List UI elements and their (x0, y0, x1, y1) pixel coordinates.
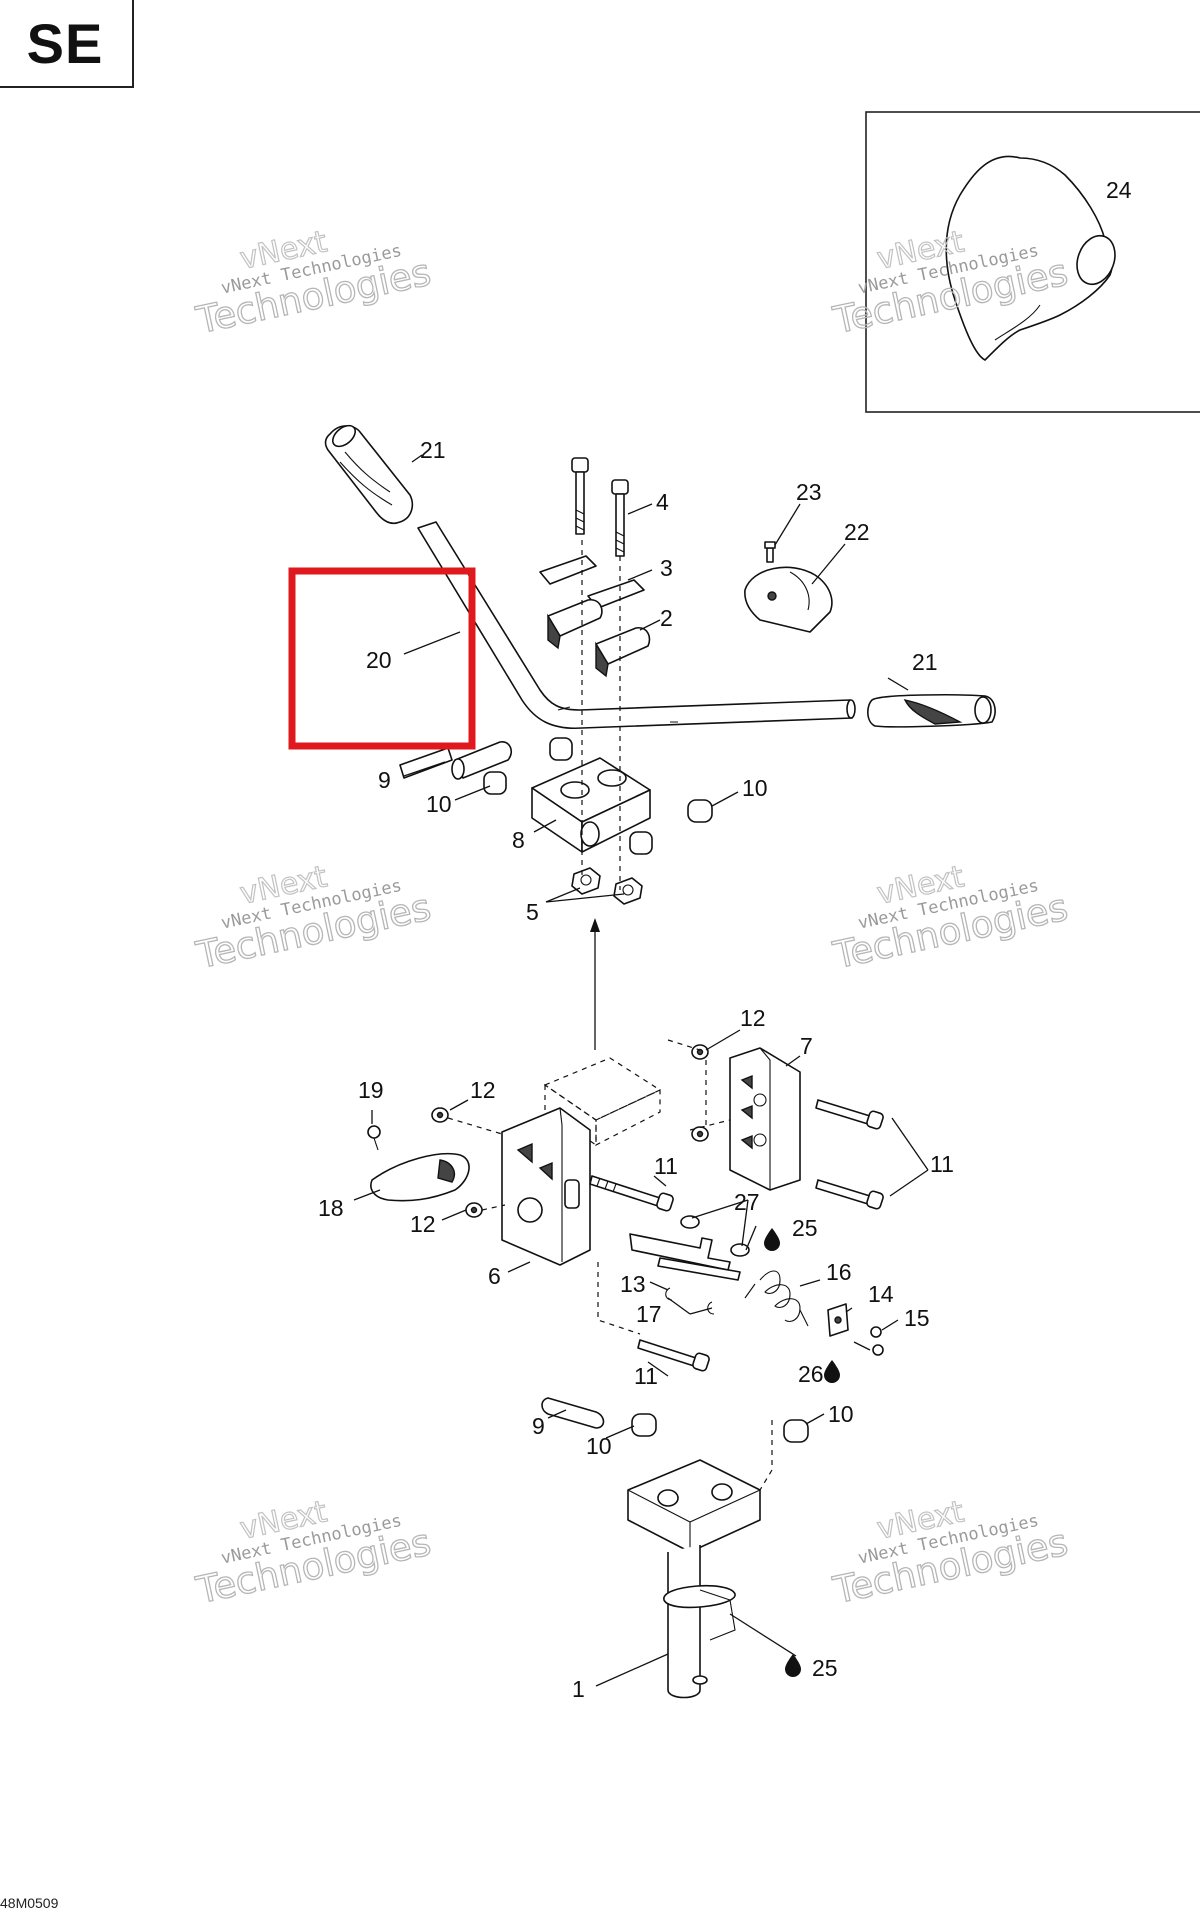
part-13-shaft[interactable] (629, 1233, 741, 1281)
part-1-steering-column[interactable] (627, 1459, 761, 1699)
part-12-washer-a[interactable] (431, 1107, 449, 1123)
part-7-bracket-right[interactable] (729, 1047, 801, 1191)
part-20-handlebar[interactable] (417, 521, 856, 730)
part-5-nut-left[interactable] (571, 867, 601, 895)
part-15-screws[interactable] (870, 1326, 884, 1356)
callout-10: 10 (742, 775, 768, 801)
callout-18: 18 (318, 1195, 344, 1221)
part-4-bolt-left[interactable] (571, 457, 589, 535)
callout-12: 12 (470, 1077, 496, 1103)
part-10-bushing-lower-a[interactable] (631, 1413, 657, 1437)
axis-lower-b (759, 1420, 773, 1491)
part-19-screw[interactable] (367, 1125, 381, 1151)
callout-27: 27 (734, 1189, 760, 1215)
callout-1: 1 (572, 1676, 585, 1702)
part-2-clamp-left[interactable] (547, 599, 603, 650)
part-21-grip-left[interactable] (324, 422, 414, 525)
riser-block-ghost (543, 1057, 662, 1147)
callout-2: 2 (660, 605, 673, 631)
callout-26: 26 (798, 1361, 824, 1387)
part-14-plate[interactable] (827, 1303, 849, 1337)
callout-9: 9 (378, 767, 391, 793)
callout-8: 8 (512, 827, 525, 853)
part-10-bushing-lower-b[interactable] (783, 1419, 809, 1443)
callout-19: 19 (358, 1077, 384, 1103)
callout-12: 12 (740, 1005, 766, 1031)
callout-6: 6 (488, 1263, 501, 1289)
part-16-spring[interactable] (744, 1270, 809, 1327)
part-21-grip-right[interactable] (867, 694, 996, 728)
highlight-box (288, 567, 476, 750)
lubricant-drop-icon (764, 1228, 840, 1677)
callout-20: 20 (366, 647, 392, 673)
part-6-bracket-left[interactable] (501, 1107, 591, 1266)
part-4-bolt-right[interactable] (611, 479, 629, 557)
part-12-washer-c[interactable] (691, 1044, 709, 1060)
callout-10: 10 (586, 1433, 612, 1459)
callout-14: 14 (868, 1281, 894, 1307)
callout-12: 12 (410, 1211, 436, 1237)
part-23-screw[interactable] (764, 541, 776, 563)
callout-22: 22 (844, 519, 870, 545)
part-10-bushing-a[interactable] (549, 737, 573, 761)
callout-13: 13 (620, 1271, 646, 1297)
callout-3: 3 (660, 555, 673, 581)
part-11-bolt-c[interactable] (815, 1179, 884, 1210)
callout-7: 7 (800, 1033, 813, 1059)
part-10-bushing-d[interactable] (629, 831, 653, 855)
part-11-bolt-a[interactable] (589, 1175, 674, 1212)
callout-10: 10 (426, 791, 452, 817)
callout-24: 24 (1106, 177, 1132, 203)
callout-4: 4 (656, 489, 669, 515)
callout-5: 5 (526, 899, 539, 925)
leader-lines (353, 454, 929, 1687)
part-10-bushing-c[interactable] (687, 799, 713, 823)
part-5-nut-right[interactable] (613, 877, 643, 905)
part-10-bushing-b[interactable] (483, 771, 507, 795)
section-badge: SE (0, 0, 134, 88)
part-18-lever[interactable] (370, 1152, 470, 1202)
callout-11: 11 (634, 1363, 658, 1389)
callout-16: 16 (826, 1259, 852, 1285)
part-24-grip-cover[interactable] (945, 155, 1121, 361)
callout-15: 15 (904, 1305, 930, 1331)
callout-25: 25 (792, 1215, 818, 1241)
callout-23: 23 (796, 479, 822, 505)
part-8-riser-block[interactable] (531, 757, 651, 853)
part-22-end-cover[interactable] (744, 566, 833, 633)
part-9-pin-upper-b[interactable] (399, 747, 453, 779)
part-11-bolt-b[interactable] (815, 1099, 884, 1130)
part-27-washers[interactable] (680, 1215, 750, 1257)
part-3-plate-left[interactable] (539, 555, 597, 585)
callout-21: 21 (912, 649, 938, 675)
callout-17: 17 (636, 1301, 662, 1327)
callout-11: 11 (930, 1151, 954, 1177)
section-badge-text: SE (26, 11, 104, 75)
callout-21: 21 (420, 437, 446, 463)
inset-frame (865, 111, 1200, 413)
callout-9: 9 (532, 1413, 545, 1439)
callout-10: 10 (828, 1401, 854, 1427)
part-9-pin-lower[interactable] (541, 1397, 605, 1429)
part-12-washer-b[interactable] (465, 1202, 483, 1218)
part-9-pin-upper[interactable] (451, 741, 512, 780)
axis-lower-e (447, 1117, 506, 1211)
part-2-clamp-right[interactable] (595, 627, 651, 678)
callout-11: 11 (654, 1153, 678, 1179)
callout-labels: 1 2 3 4 5 6 7 8 9 9 10 10 10 10 11 11 11… (318, 177, 1132, 1702)
figure-code: 48M0509 (0, 1895, 59, 1911)
part-11-bolt-d[interactable] (637, 1339, 710, 1372)
axis-lower-d (667, 1039, 731, 1131)
assembly-arrow (590, 918, 600, 1050)
callout-25: 25 (812, 1655, 838, 1681)
